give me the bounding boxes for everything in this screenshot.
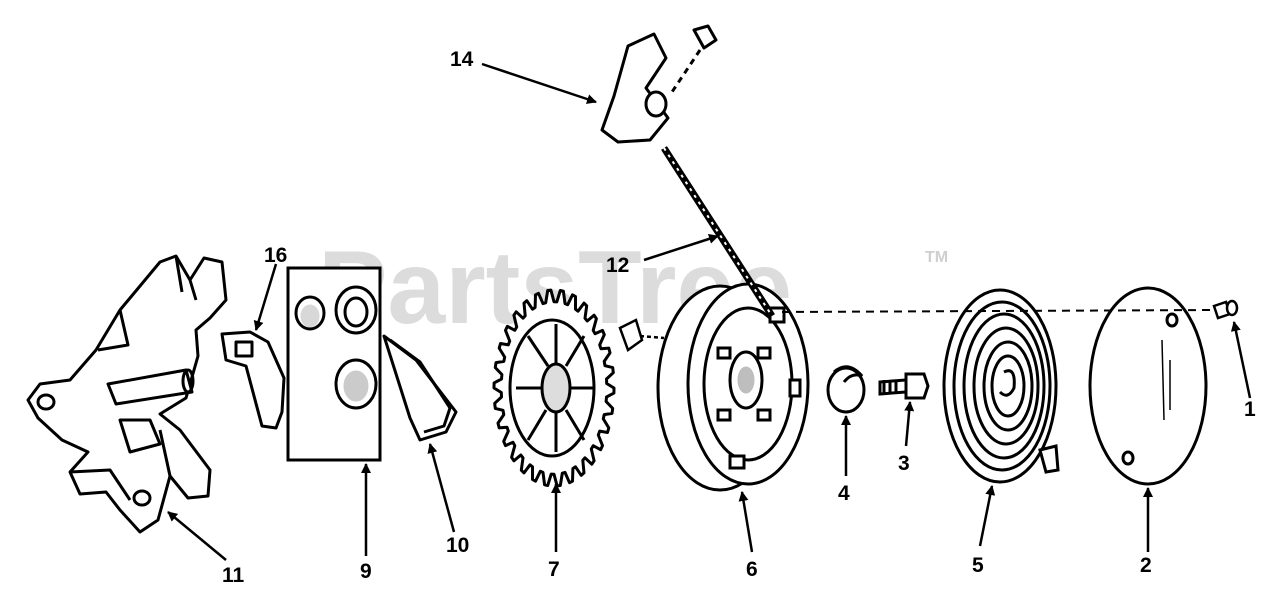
- callout-10: 10: [446, 534, 469, 557]
- part-screw-3: [878, 372, 930, 400]
- part-bracket-11: [26, 254, 228, 534]
- watermark-trademark: TM: [925, 249, 948, 266]
- callout-12: 12: [606, 254, 629, 277]
- callout-3: 3: [898, 452, 910, 475]
- part-rope-12: [661, 146, 775, 318]
- alignment-line: [781, 309, 1215, 313]
- arrow-12: [643, 234, 719, 262]
- part-cover-2: [1088, 286, 1208, 486]
- part-panel-9: [286, 266, 382, 462]
- arrow-11: [167, 511, 227, 561]
- part-gear-7: [492, 288, 616, 488]
- part-clip-4: [826, 365, 866, 414]
- arrow-5: [978, 485, 996, 547]
- arrow-6: [738, 491, 754, 553]
- part-plate-16: [220, 330, 286, 430]
- part-handle-14: [600, 24, 718, 144]
- callout-6: 6: [746, 558, 758, 581]
- callout-2: 2: [1140, 554, 1152, 577]
- part-coil-spring-5: [942, 288, 1060, 484]
- arrow-16: [253, 263, 278, 331]
- callout-7: 7: [548, 558, 560, 581]
- part-pin: [618, 318, 665, 352]
- arrow-10: [427, 443, 456, 533]
- leader-arrows: [167, 62, 1252, 561]
- part-screw-1: [1212, 299, 1239, 320]
- callout-16: 16: [264, 244, 287, 267]
- callout-11: 11: [222, 564, 245, 587]
- callout-9: 9: [360, 560, 372, 583]
- arrow-14: [481, 62, 597, 104]
- part-spring-10: [382, 334, 458, 442]
- callout-1: 1: [1244, 398, 1256, 421]
- arrow-3: [904, 401, 915, 447]
- callout-5: 5: [972, 554, 984, 577]
- callout-14: 14: [450, 48, 474, 71]
- part-pulley-6: [656, 282, 810, 492]
- arrow-1: [1230, 321, 1252, 399]
- callout-4: 4: [838, 482, 850, 505]
